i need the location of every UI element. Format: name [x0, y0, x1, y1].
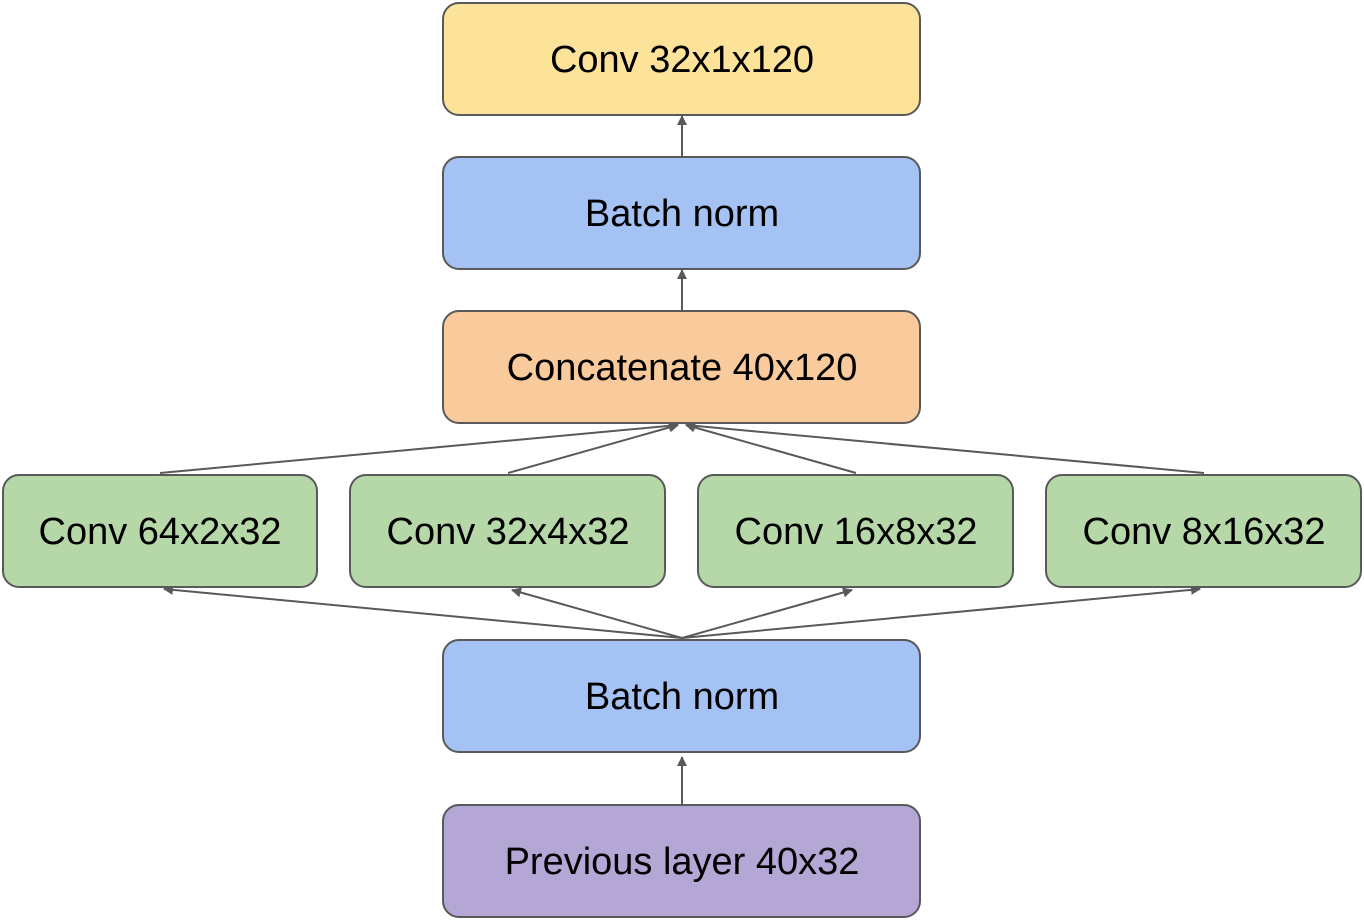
- edge-batch-norm-to-conv-8: [681, 584, 1201, 639]
- node-conv-32x4x32: Conv 32x4x32: [349, 474, 666, 588]
- edge-conv-32-to-concat: [507, 422, 679, 474]
- node-label: Conv 32x1x120: [550, 39, 814, 81]
- edge-conv-64-to-concat: [159, 420, 679, 474]
- node-label: Conv 16x8x32: [735, 511, 978, 553]
- node-box: [697, 474, 1014, 588]
- node-label: Conv 32x4x32: [387, 511, 630, 553]
- node-box: [442, 2, 921, 116]
- node-label: Batch norm: [585, 193, 779, 235]
- node-conv-16x8x32: Conv 16x8x32: [697, 474, 1014, 588]
- node-conv-64x2x32: Conv 64x2x32: [2, 474, 318, 588]
- node-label: Batch norm: [585, 676, 779, 718]
- node-conv-8x16x32: Conv 8x16x32: [1045, 474, 1362, 588]
- node-conv-32x1x120: Conv 32x1x120: [442, 2, 921, 116]
- node-box: [442, 156, 921, 270]
- node-box: [442, 310, 921, 424]
- node-box: [2, 474, 318, 588]
- edge-batch-norm-to-conv-16: [681, 587, 853, 639]
- node-label: Concatenate 40x120: [507, 347, 858, 389]
- edge-conv-16-to-concat: [685, 422, 857, 474]
- node-box: [349, 474, 666, 588]
- node-concatenate: Concatenate 40x120: [442, 310, 921, 424]
- node-label: Conv 64x2x32: [39, 511, 282, 553]
- node-box: [442, 804, 921, 918]
- edges: [159, 115, 1205, 804]
- edge-batch-norm-to-conv-64: [163, 584, 683, 639]
- node-batch-norm-bottom: Batch norm: [442, 639, 921, 753]
- node-box: [1045, 474, 1362, 588]
- node-box: [442, 639, 921, 753]
- edge-conv-8-to-concat: [685, 420, 1205, 474]
- node-batch-norm-top: Batch norm: [442, 156, 921, 270]
- node-label: Previous layer 40x32: [505, 841, 860, 883]
- node-previous-layer: Previous layer 40x32: [442, 804, 921, 918]
- node-label: Conv 8x16x32: [1083, 511, 1326, 553]
- edge-batch-norm-to-conv-32: [511, 587, 683, 639]
